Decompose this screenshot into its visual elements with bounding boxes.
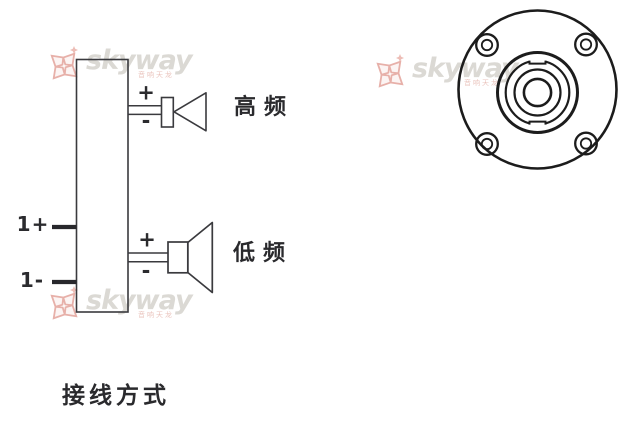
woofer-minus-label: - bbox=[141, 258, 151, 283]
socket-mid-ring bbox=[513, 68, 562, 117]
socket-outer-ring bbox=[496, 51, 579, 134]
woofer-horn bbox=[186, 221, 214, 294]
tweeter-plus-label: + bbox=[137, 80, 155, 105]
crossover-box bbox=[75, 58, 129, 313]
tweeter-minus-label: - bbox=[141, 108, 151, 133]
woofer-plus-label: + bbox=[138, 227, 156, 252]
keyway-notch bbox=[528, 120, 547, 129]
socket-center-hole bbox=[522, 77, 553, 108]
speakon-connector bbox=[457, 9, 618, 170]
woofer-driver bbox=[167, 241, 189, 274]
screw-hole bbox=[574, 32, 598, 57]
tweeter-label: 高频 bbox=[234, 95, 295, 120]
connector-flange bbox=[457, 9, 618, 170]
screw-hole bbox=[475, 33, 499, 57]
input-terminal-negative-label: 1- bbox=[19, 268, 45, 292]
input-terminal-positive-label: 1+ bbox=[16, 212, 50, 236]
tweeter-horn bbox=[173, 92, 207, 132]
screw-hole bbox=[574, 131, 598, 156]
keyway-notch bbox=[528, 55, 547, 65]
woofer-label: 低频 bbox=[233, 241, 294, 266]
tweeter-driver bbox=[160, 96, 175, 128]
screw-hole bbox=[475, 132, 499, 156]
diagram-caption: 接线方式 bbox=[62, 383, 170, 409]
